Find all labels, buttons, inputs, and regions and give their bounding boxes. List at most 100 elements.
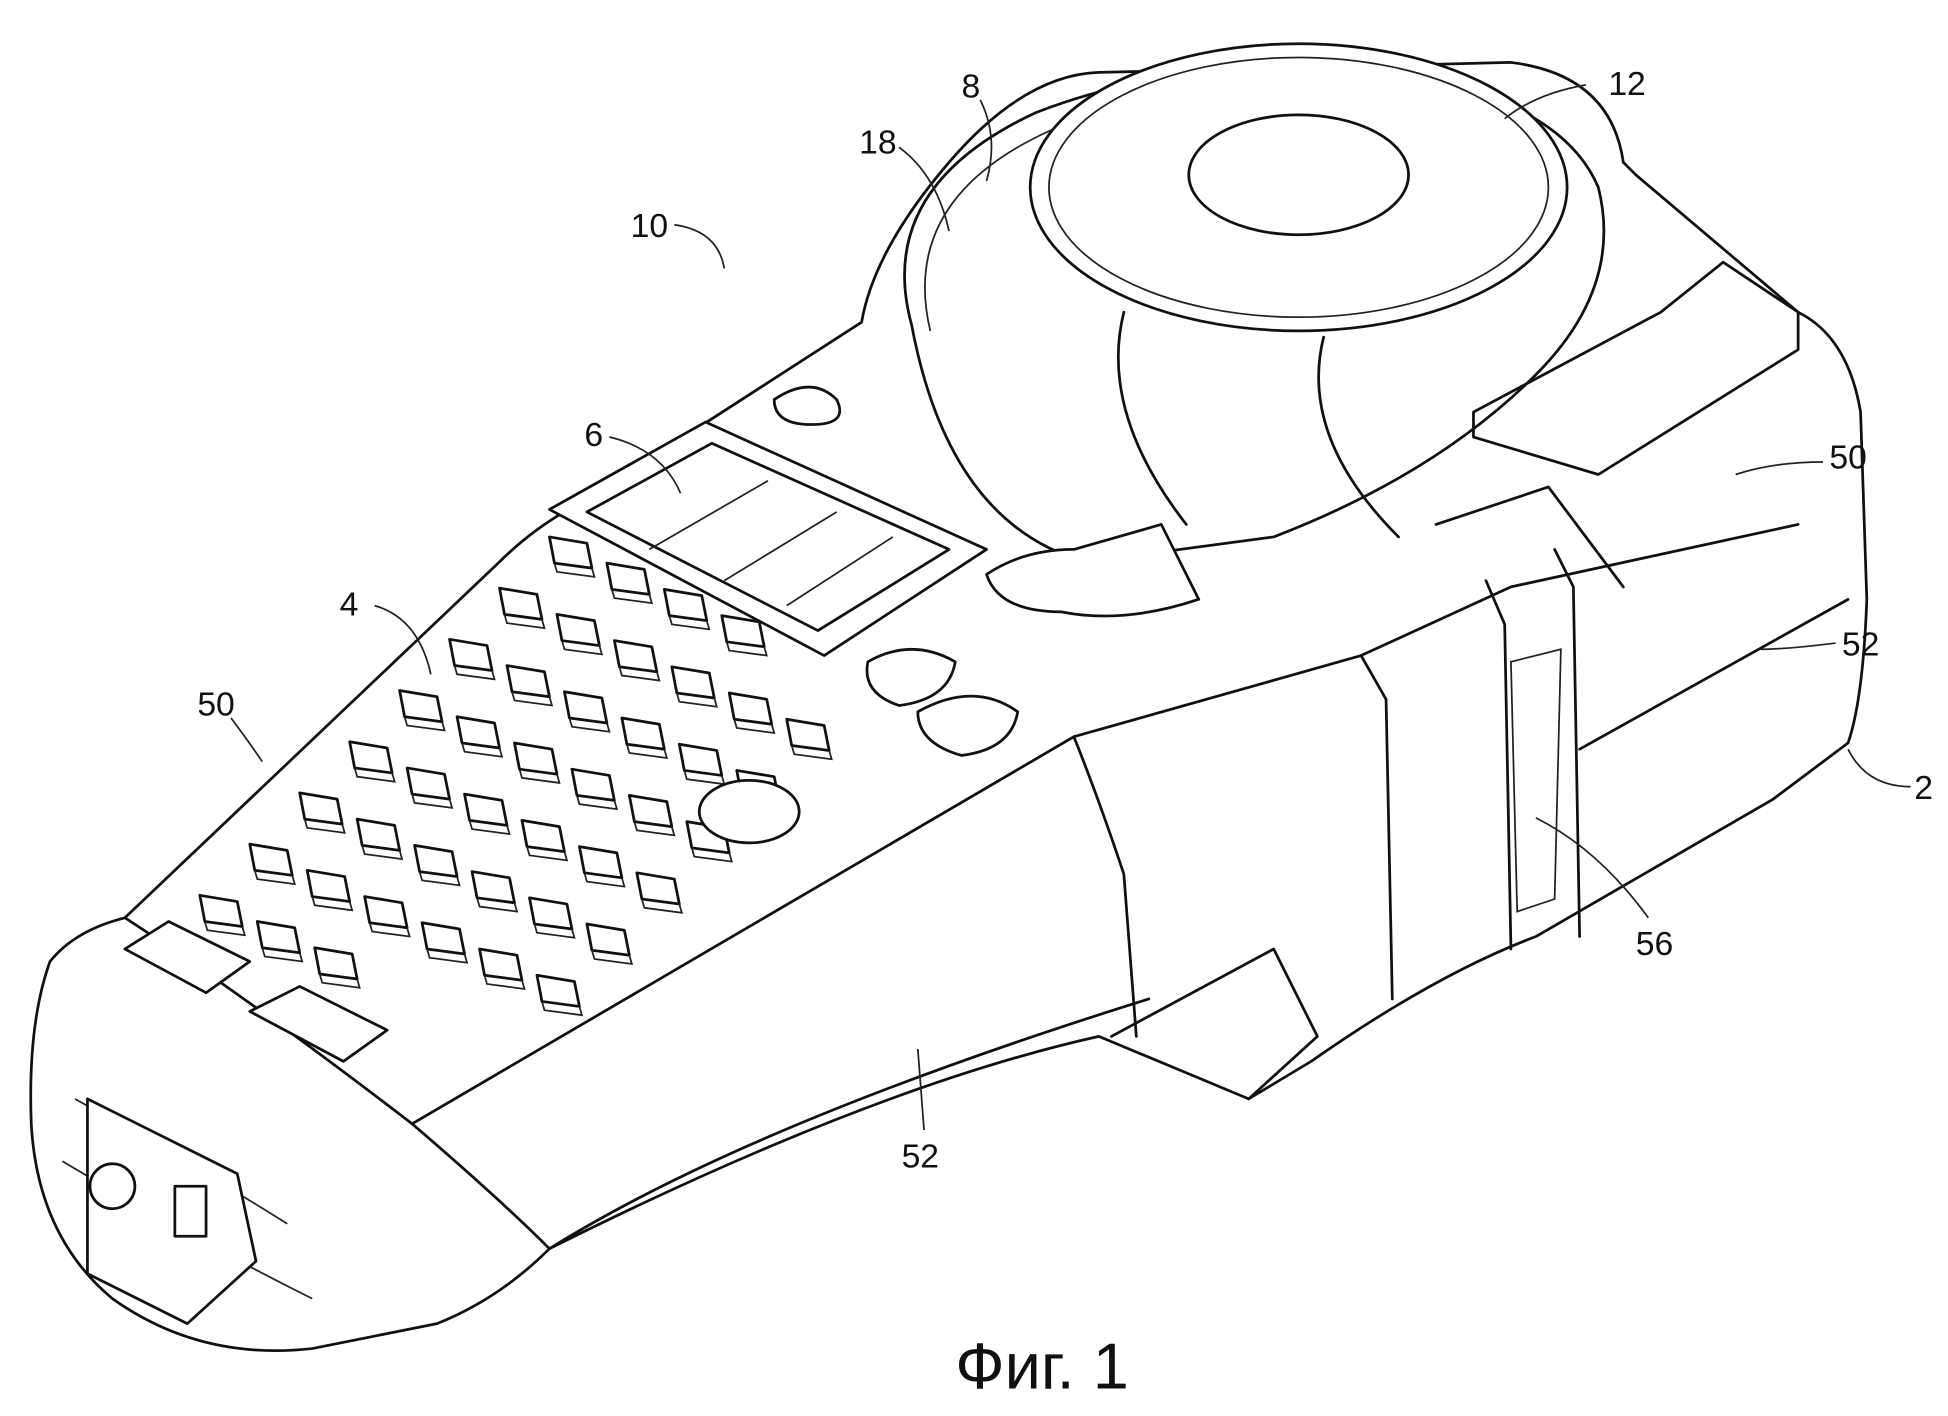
keyboard-key-side bbox=[311, 896, 354, 912]
keyboard-key bbox=[298, 791, 344, 826]
ref-56: 56 bbox=[1636, 925, 1674, 963]
keyboard-key bbox=[627, 794, 674, 828]
round-key bbox=[697, 779, 801, 845]
keyboard-key-side bbox=[668, 615, 711, 631]
keyboard-key-side bbox=[461, 742, 504, 758]
keyboard-key bbox=[720, 614, 766, 649]
wide-key bbox=[123, 920, 252, 995]
wide-key bbox=[248, 985, 389, 1063]
keyboard-key bbox=[420, 921, 466, 956]
keyboard-key-side bbox=[368, 922, 411, 938]
keyboard-key bbox=[670, 665, 716, 700]
keyboard-key bbox=[455, 715, 501, 750]
keyboard-key-side bbox=[725, 641, 768, 657]
keyboard-key bbox=[513, 741, 559, 776]
keyboard-key-side bbox=[690, 847, 733, 863]
keyboard-key-side bbox=[483, 974, 526, 990]
ref-6: 6 bbox=[584, 416, 603, 454]
ref-2: 2 bbox=[1914, 769, 1933, 807]
keyboard-key bbox=[520, 819, 566, 853]
keyboard-key-side bbox=[518, 768, 561, 784]
keyboard-key bbox=[570, 767, 616, 802]
keyboard-key-side bbox=[568, 717, 611, 733]
keyboard-key bbox=[498, 586, 544, 621]
leader-lines bbox=[230, 84, 1911, 1131]
keyboard-key bbox=[255, 920, 302, 955]
oval-key bbox=[865, 647, 957, 707]
ref-8: 8 bbox=[962, 67, 981, 105]
keyboard-key-side bbox=[411, 793, 454, 809]
keyboard-key bbox=[662, 588, 709, 622]
keyboard-key bbox=[535, 973, 581, 1008]
keyboard-key-side bbox=[683, 770, 726, 786]
keyboard-key-side bbox=[418, 871, 461, 887]
ref-52-front: 52 bbox=[902, 1138, 940, 1176]
keyboard-key-side bbox=[476, 897, 519, 913]
keyboard-key bbox=[305, 868, 352, 903]
keyboard-key bbox=[585, 922, 631, 957]
keyboard-key-side bbox=[353, 767, 396, 783]
keyboard-key bbox=[563, 690, 609, 725]
keyboard-key bbox=[463, 792, 509, 827]
keyboard-key-side bbox=[541, 1001, 584, 1017]
keyboard-key-side bbox=[261, 947, 304, 963]
ref-12: 12 bbox=[1608, 65, 1646, 103]
keyboard-key-side bbox=[583, 872, 626, 888]
keyboard-key-side bbox=[533, 923, 576, 939]
oval-key bbox=[916, 694, 1020, 757]
keyboard-key-side bbox=[633, 821, 676, 837]
keyboard-key bbox=[413, 843, 459, 878]
keyboard-key-side bbox=[526, 846, 569, 862]
keyboard-key bbox=[620, 716, 666, 751]
keyboard-key bbox=[605, 561, 651, 596]
display-screen bbox=[548, 420, 988, 657]
ref-52-right: 52 bbox=[1842, 626, 1880, 664]
keyboard-key bbox=[363, 895, 409, 930]
keyboard-key-side bbox=[618, 666, 661, 682]
keyboard-key-side bbox=[426, 948, 469, 964]
keyboard-key bbox=[613, 639, 659, 674]
keyboard-key-side bbox=[611, 589, 654, 605]
ref-10: 10 bbox=[631, 207, 669, 245]
keyboard-key-side bbox=[511, 691, 554, 707]
keyboard-key-side bbox=[303, 818, 346, 834]
keyboard-key bbox=[578, 845, 624, 880]
keyboard-key bbox=[555, 612, 601, 647]
ref-50-right: 50 bbox=[1829, 438, 1867, 476]
keyboard-key-side bbox=[733, 718, 776, 735]
keyboard-key-side bbox=[591, 950, 634, 966]
keyboard-key-side bbox=[626, 743, 669, 759]
keyboard-key-side bbox=[403, 716, 446, 732]
keyboard-key bbox=[548, 535, 594, 570]
keyboard-key-side bbox=[468, 820, 511, 836]
keyboard-key-side bbox=[641, 898, 684, 914]
keyboard-key bbox=[348, 740, 394, 775]
keyboard-key bbox=[635, 871, 681, 906]
keyboard-key-side bbox=[203, 921, 246, 937]
keyboard-key-side bbox=[561, 640, 604, 656]
keyboard-key-side bbox=[675, 692, 718, 708]
keyboard-key-side bbox=[790, 745, 833, 761]
keyboard-key bbox=[505, 664, 551, 699]
keyboard-key-side bbox=[253, 870, 296, 886]
keyboard-key bbox=[528, 896, 574, 931]
tape-cartridge bbox=[772, 42, 1606, 618]
ref-50-left: 50 bbox=[197, 685, 235, 723]
keyboard-key bbox=[248, 842, 294, 877]
keyboard-key bbox=[398, 689, 444, 724]
keyboard bbox=[198, 535, 833, 1017]
keyboard-key bbox=[198, 893, 244, 928]
keyboard-key-side bbox=[361, 845, 404, 861]
keyboard-key-side bbox=[318, 973, 361, 989]
keyboard-key-side bbox=[503, 614, 546, 630]
keyboard-key bbox=[448, 637, 494, 672]
keyboard-key bbox=[470, 870, 516, 905]
keyboard-key bbox=[727, 691, 774, 726]
keyboard-key bbox=[478, 947, 524, 982]
keyboard-key bbox=[677, 742, 724, 777]
keyboard-key bbox=[405, 766, 451, 801]
keyboard-key bbox=[785, 717, 831, 752]
keyboard-key-side bbox=[576, 795, 619, 811]
keyboard-key-side bbox=[553, 562, 596, 578]
